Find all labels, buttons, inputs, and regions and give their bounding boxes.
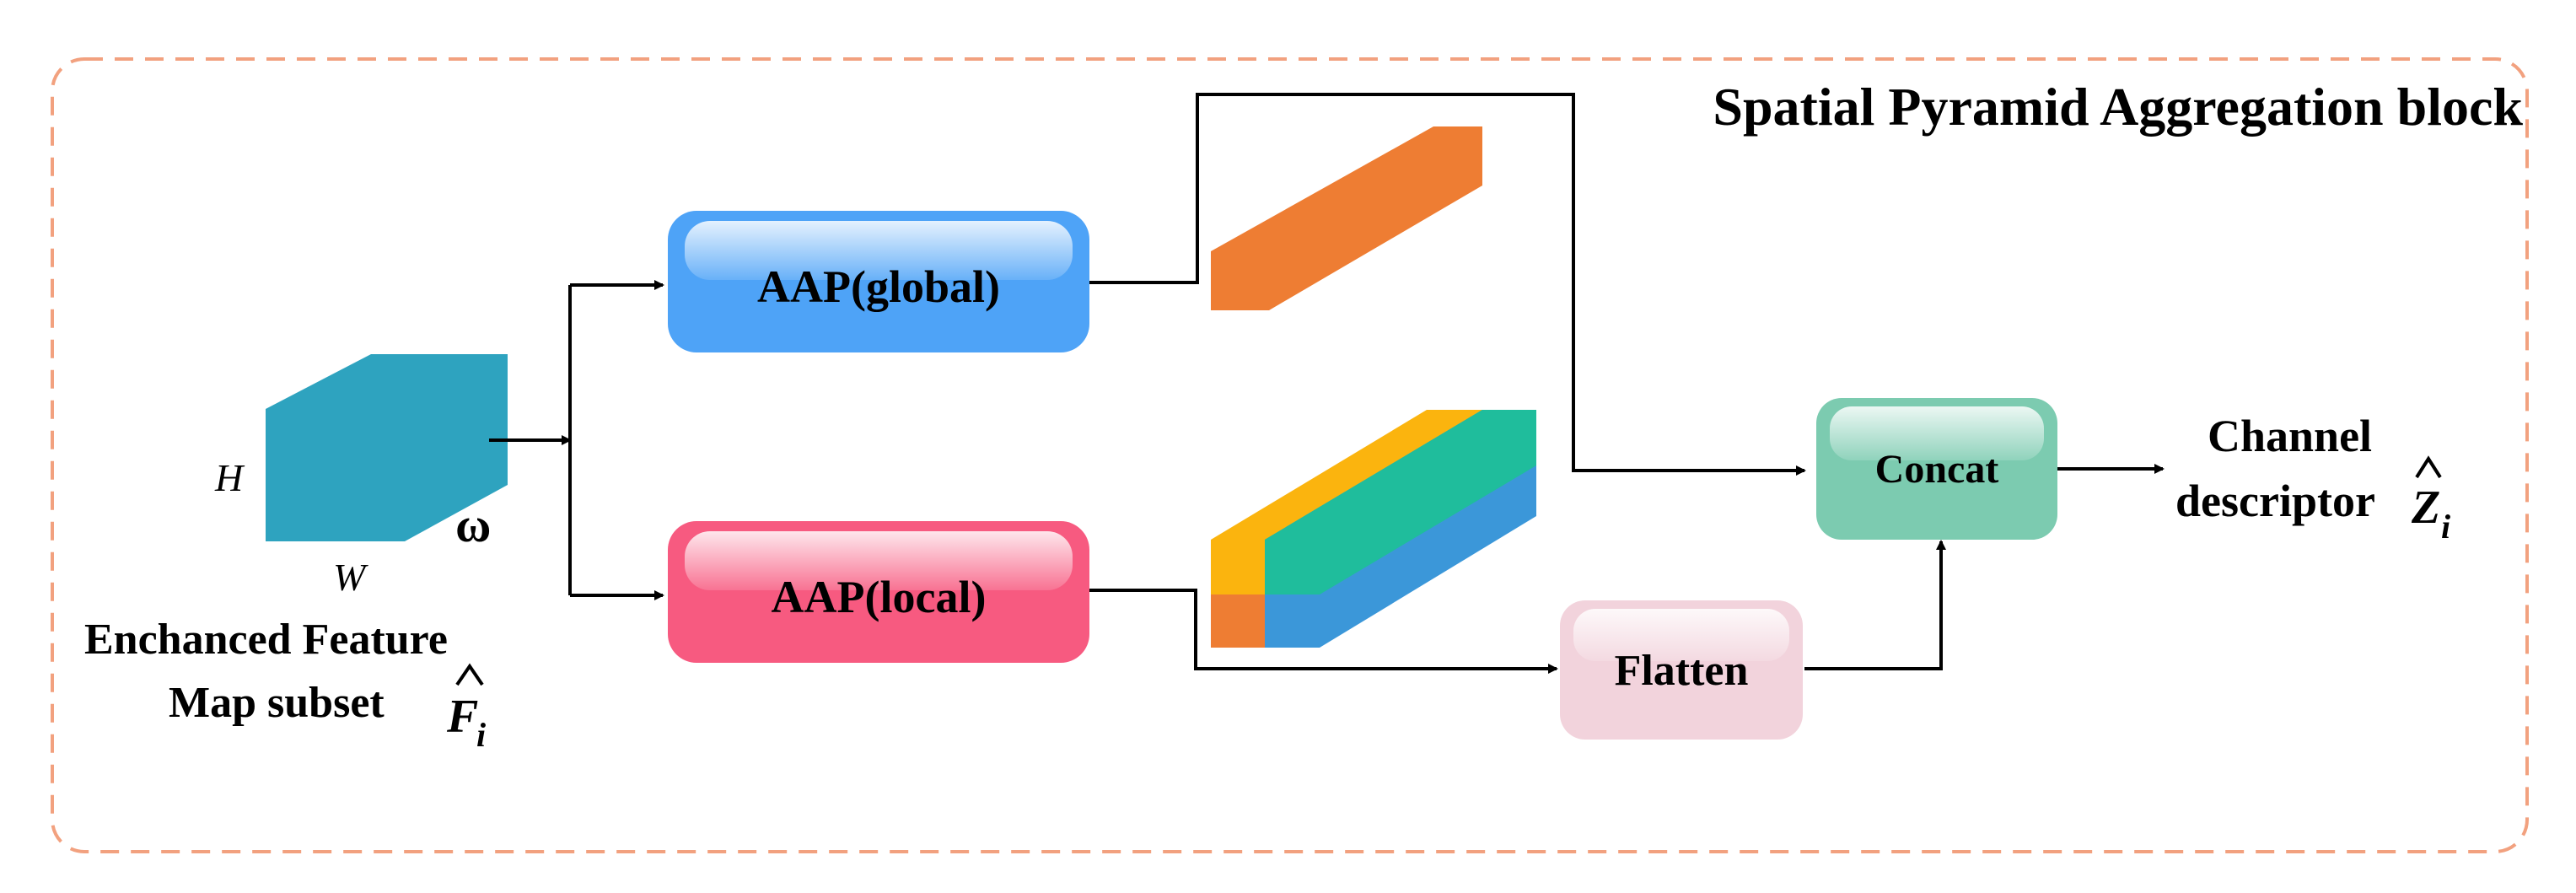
dim-w-label: W (333, 556, 368, 599)
block-border (51, 57, 2529, 853)
input-label-line1: Enchanced Feature (84, 616, 448, 664)
concat-node: Concat (1816, 398, 2057, 540)
aap-local-label: AAP(local) (772, 572, 987, 622)
local-tensor-icon (1211, 410, 1536, 648)
connectors (489, 93, 2165, 674)
input-label-line2: Map subset (169, 679, 385, 727)
output-symbol-letter: Z (2411, 481, 2440, 534)
aap-local-node: AAP(local) (668, 521, 1089, 663)
dim-c-label: ω (455, 498, 491, 552)
flatten-node: Flatten (1560, 600, 1803, 740)
output-symbol-subscript: i (2441, 508, 2450, 546)
arrow-global-to-concat (1088, 93, 1806, 476)
flatten-label: Flatten (1615, 647, 1749, 695)
arrow-local-to-flatten (1088, 589, 1558, 674)
input-symbol-subscript: i (476, 716, 486, 754)
input-symbol: F i (446, 663, 486, 754)
output-label-line1: Channel (2208, 411, 2372, 461)
aap-global-node: AAP(global) (668, 211, 1089, 352)
dim-h-label: H (214, 456, 245, 499)
output-symbol: Z i (2411, 455, 2450, 546)
global-vector-icon (1211, 126, 1482, 310)
arrow-flatten-to-concat (1804, 540, 1946, 670)
output-label-line2: descriptor (2175, 476, 2375, 526)
feature-map-icon (266, 354, 508, 541)
block-title: Spatial Pyramid Aggregation block (1713, 77, 2523, 137)
concat-label: Concat (1875, 447, 1999, 492)
aap-global-label: AAP(global) (757, 261, 1000, 312)
input-symbol-letter: F (446, 691, 478, 743)
